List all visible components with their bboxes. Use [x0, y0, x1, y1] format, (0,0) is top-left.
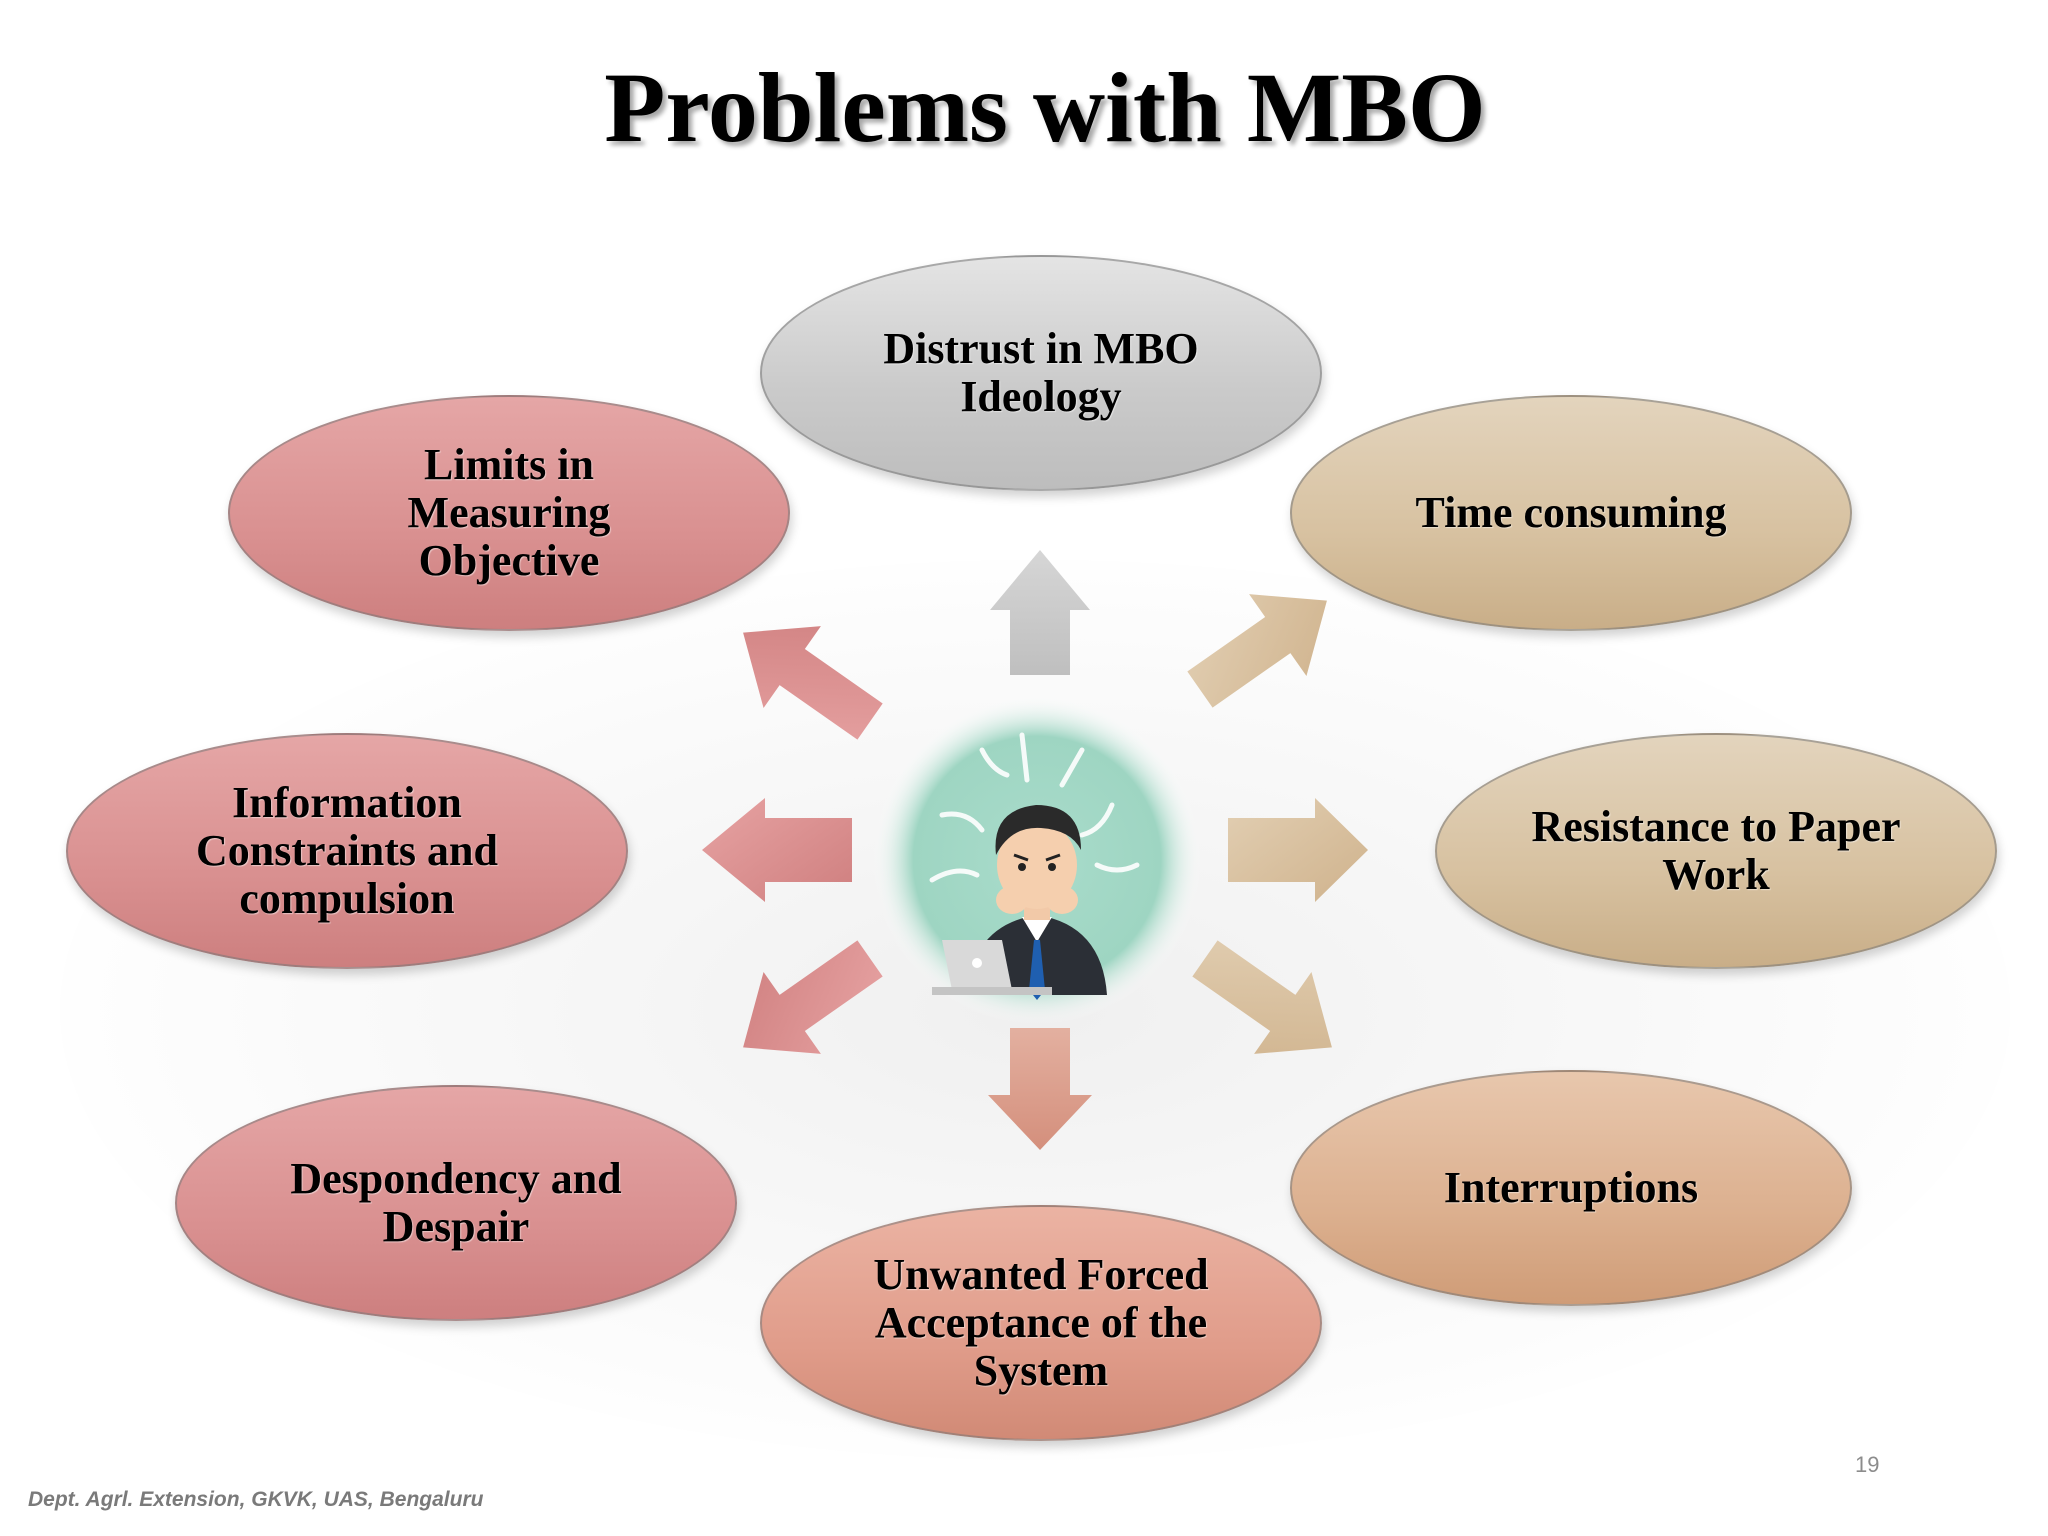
arrow-down-left	[743, 940, 883, 1054]
problem-label: Distrust in MBO Ideology	[883, 324, 1199, 421]
arrow-right	[1228, 798, 1368, 902]
problem-label: Resistance to Paper Work	[1531, 802, 1901, 899]
arrow-up-left	[743, 626, 883, 740]
problem-resistance-to-paper-work: Resistance to Paper Work	[1435, 733, 1997, 969]
arrow-down-right	[1192, 940, 1332, 1054]
problem-time-consuming: Time consuming	[1290, 395, 1852, 631]
footer-credit: Dept. Agrl. Extension, GKVK, UAS, Bengal…	[28, 1488, 484, 1511]
problem-label: Despondency and Despair	[290, 1154, 622, 1251]
problem-distrust-in-mbo-ideology: Distrust in MBO Ideology	[760, 255, 1322, 491]
arrow-down	[988, 1028, 1092, 1150]
problem-despondency-and-despair: Despondency and Despair	[175, 1085, 737, 1321]
arrow-up	[990, 550, 1090, 675]
slide-title: Problems with MBO	[604, 52, 1486, 163]
problem-limits-in-measuring-objective: Limits in Measuring Objective	[228, 395, 790, 631]
arrow-up-right	[1187, 594, 1327, 708]
problem-interruptions: Interruptions	[1290, 1070, 1852, 1306]
problem-label: Information Constraints and compulsion	[196, 778, 498, 923]
page-number: 19	[1855, 1452, 1880, 1477]
stressed-businessman-icon	[872, 695, 1202, 1025]
arrow-left	[702, 798, 852, 902]
problem-label: Unwanted Forced Acceptance of the System	[873, 1250, 1209, 1395]
problem-label: Limits in Measuring Objective	[407, 440, 611, 585]
problem-unwanted-forced-acceptance: Unwanted Forced Acceptance of the System	[760, 1205, 1322, 1441]
problem-label: Interruptions	[1443, 1163, 1699, 1212]
problem-information-constraints: Information Constraints and compulsion	[66, 733, 628, 969]
problem-label: Time consuming	[1415, 488, 1727, 537]
